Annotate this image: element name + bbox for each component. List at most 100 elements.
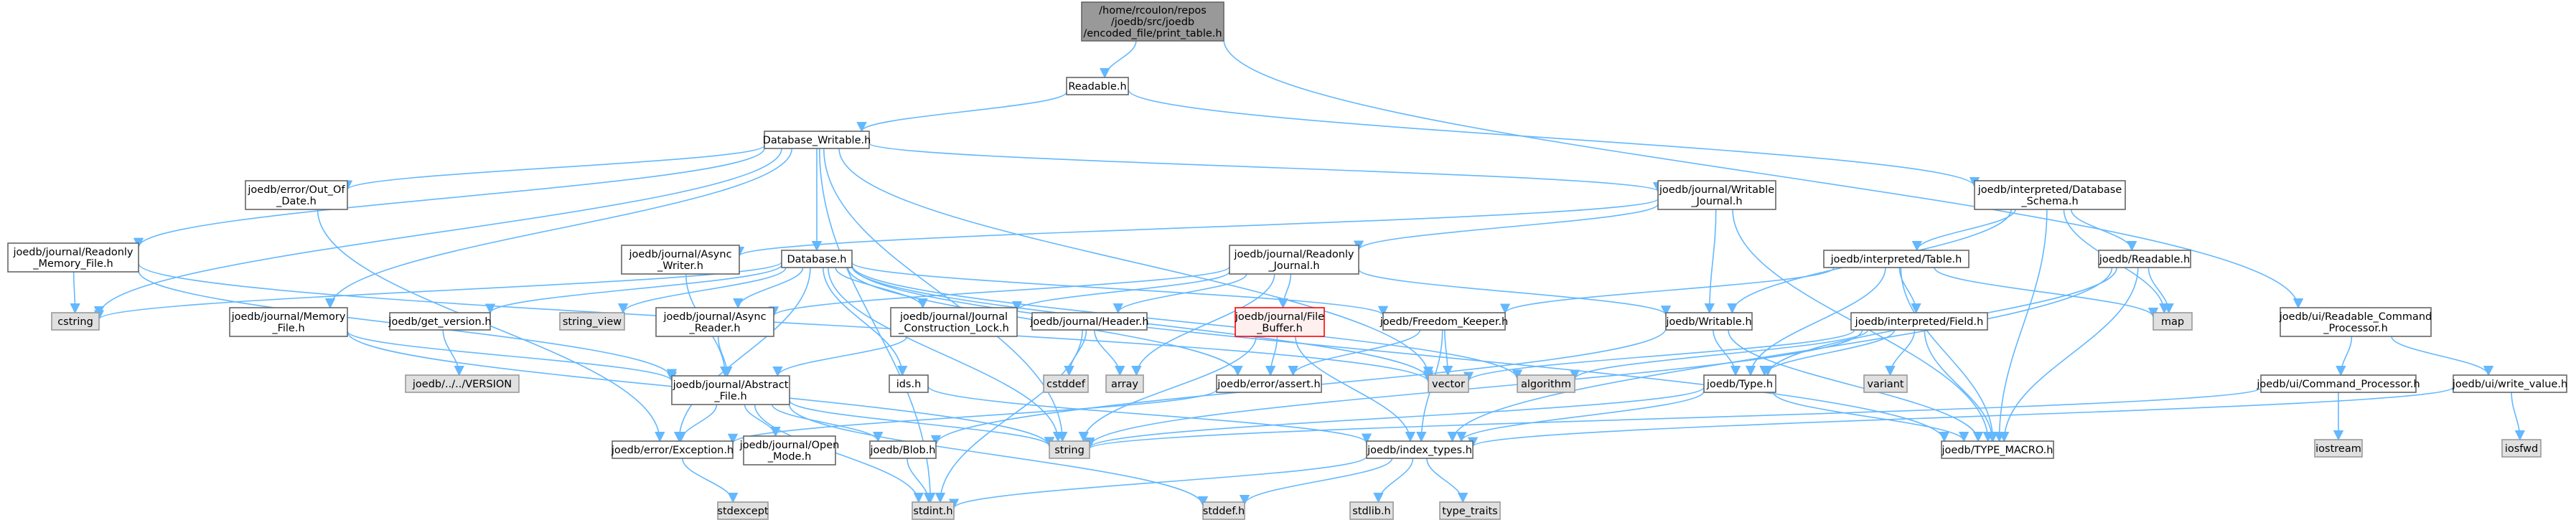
- node-print-table[interactable]: /home/rcoulon/repos/joedb/src/joedb/enco…: [1081, 1, 1224, 42]
- node-readonly-journal[interactable]: joedb/journal/Readonly_Journal.h: [1229, 245, 1359, 275]
- node-stdexcept: stdexcept: [717, 501, 769, 520]
- node-box: [1366, 440, 1474, 459]
- node-table[interactable]: joedb/interpreted/Table.h: [1823, 250, 1970, 268]
- node-box: [1974, 180, 2126, 210]
- node-label: joedb/interpreted/Table.h: [1830, 254, 1962, 265]
- edge-index-types-to-stdlib: [1373, 458, 1414, 504]
- node-joedb-readable[interactable]: joedb/Readable.h: [2098, 250, 2191, 268]
- node-label: joedb/error/Exception.h: [611, 445, 734, 456]
- node-string-view: string_view: [559, 312, 625, 331]
- node-ids[interactable]: ids.h: [889, 374, 929, 393]
- node-label: _Reader.h: [688, 323, 740, 334]
- node-label: _Construction_Lock.h: [898, 323, 1009, 334]
- node-index-types[interactable]: joedb/index_types.h: [1366, 440, 1474, 459]
- node-box: [405, 374, 520, 393]
- node-version: joedb/../../VERSION: [405, 374, 520, 393]
- node-type-macro[interactable]: joedb/TYPE_MACRO.h: [1941, 440, 2054, 459]
- node-command-processor[interactable]: joedb/ui/Command_Processor.h: [2256, 374, 2420, 393]
- edge-readable-to-database-writable: [856, 91, 1067, 133]
- node-database[interactable]: Database.h: [781, 250, 853, 268]
- edge-readonly-memory-file-to-vector: [138, 263, 1433, 383]
- node-label: _Schema.h: [2020, 196, 2078, 207]
- node-label: _Processor.h: [2323, 323, 2388, 334]
- node-label: joedb/Readable.h: [2099, 254, 2190, 265]
- edge-field-to-type: [1759, 329, 1896, 377]
- edge-abstract-file-to-string: [789, 400, 1055, 448]
- edge-readonly-journal-to-journal-construction-lock: [1011, 271, 1230, 312]
- node-database-writable[interactable]: Database_Writable.h: [763, 131, 871, 149]
- edge-file-buffer-to-assert: [1265, 336, 1278, 377]
- edge-print-table-to-readable-command-processor: [1223, 39, 2304, 309]
- node-box: [2260, 374, 2417, 393]
- node-box: [1863, 374, 1908, 393]
- node-box: [1066, 77, 1129, 95]
- node-box: [1439, 501, 1501, 520]
- node-box: [2501, 439, 2542, 458]
- node-get-version[interactable]: joedb/get_version.h: [388, 312, 492, 331]
- edge-readonly-journal-to-async-reader: [769, 265, 1230, 317]
- node-box: [912, 501, 955, 520]
- node-database-schema[interactable]: joedb/interpreted/Database_Schema.h: [1974, 180, 2126, 210]
- node-readable[interactable]: Readable.h: [1066, 77, 1129, 95]
- node-box: [1823, 250, 1970, 268]
- node-box: [1428, 374, 1469, 393]
- node-abstract-file[interactable]: joedb/journal/Abstract_File.h: [671, 375, 790, 405]
- edge-abstract-file-to-stdint: [754, 404, 924, 504]
- node-blob[interactable]: joedb/Blob.h: [869, 440, 937, 459]
- node-writable-journal[interactable]: joedb/journal/Writable_Journal.h: [1657, 180, 1776, 210]
- edge-get-version-to-version: [442, 329, 464, 377]
- node-variant: variant: [1863, 374, 1908, 393]
- node-iosfwd: iosfwd: [2501, 439, 2542, 458]
- node-label: Readable.h: [1068, 81, 1126, 93]
- node-readonly-memory-file[interactable]: joedb/journal/Readonly_Memory_File.h: [7, 242, 139, 273]
- node-box: [51, 312, 100, 331]
- edge-header-to-stdint: [935, 329, 1083, 504]
- node-journal-construction-lock[interactable]: joedb/journal/Journal_Construction_Lock.…: [890, 307, 1018, 337]
- edge-readable-command-processor-to-command-processor: [2336, 336, 2353, 377]
- node-async-writer[interactable]: joedb/journal/Async_Writer.h: [621, 245, 740, 275]
- node-box: [1105, 374, 1144, 393]
- node-label: joedb/journal/Writable: [1659, 184, 1774, 196]
- node-cstddef: cstddef: [1043, 374, 1089, 393]
- node-write-value[interactable]: joedb/ui/write_value.h: [2452, 374, 2567, 393]
- node-label: joedb/journal/Header.h: [1029, 316, 1148, 328]
- node-freedom-keeper[interactable]: joedb/Freedom_Keeper.h: [1380, 312, 1509, 331]
- node-label: joedb/journal/File: [1235, 311, 1324, 323]
- node-label: joedb/TYPE_MACRO.h: [1942, 445, 2053, 456]
- node-label: _Date.h: [276, 196, 317, 207]
- node-box: [1202, 501, 1245, 520]
- edge-readable-command-processor-to-write-value: [2391, 336, 2494, 377]
- node-file-buffer[interactable]: joedb/journal/File_Buffer.h: [1235, 307, 1325, 337]
- node-box: [612, 440, 734, 459]
- node-out-of-date[interactable]: joedb/error/Out_Of_Date.h: [245, 180, 348, 210]
- edge-index-types-to-stddef: [1239, 458, 1393, 506]
- node-label: stdlib.h: [1352, 506, 1391, 517]
- edge-database-writable-to-out-of-date: [342, 145, 765, 191]
- node-label: cstring: [57, 316, 93, 328]
- node-label: joedb/journal/Readonly: [1233, 249, 1354, 260]
- node-label: iostream: [2315, 443, 2361, 455]
- node-box: [1941, 440, 2054, 459]
- node-readable-command-processor[interactable]: joedb/ui/Readable_Command_Processor.h: [2279, 307, 2432, 337]
- node-label: /encoded_file/print_table.h: [1083, 28, 1222, 39]
- node-header[interactable]: joedb/journal/Header.h: [1029, 312, 1149, 331]
- node-label: _Mode.h: [767, 451, 812, 463]
- node-memory-file[interactable]: joedb/journal/Memory_File.h: [229, 307, 348, 337]
- node-label: _Journal.h: [1690, 196, 1742, 207]
- edge-write-value-to-index-types: [1468, 387, 2454, 448]
- node-label: _Buffer.h: [1256, 323, 1303, 334]
- node-stdint: stdint.h: [912, 501, 955, 520]
- node-field[interactable]: joedb/interpreted/Field.h: [1850, 312, 1988, 331]
- node-box: [1349, 501, 1394, 520]
- node-label: stddef.h: [1203, 506, 1245, 517]
- node-label: joedb/../../VERSION: [412, 379, 512, 390]
- node-exception[interactable]: joedb/error/Exception.h: [611, 440, 734, 459]
- node-open-mode[interactable]: joedb/journal/Open_Mode.h: [739, 435, 840, 465]
- edge-write-value-to-iosfwd: [2511, 392, 2526, 441]
- node-type[interactable]: joedb/Type.h: [1703, 374, 1776, 393]
- node-writable[interactable]: joedb/Writable.h: [1665, 312, 1753, 331]
- node-async-reader[interactable]: joedb/journal/Async_Reader.h: [655, 307, 774, 337]
- node-box: [1850, 312, 1988, 331]
- node-assert[interactable]: joedb/error/assert.h: [1216, 374, 1322, 393]
- edge-database-to-ids: [823, 267, 908, 377]
